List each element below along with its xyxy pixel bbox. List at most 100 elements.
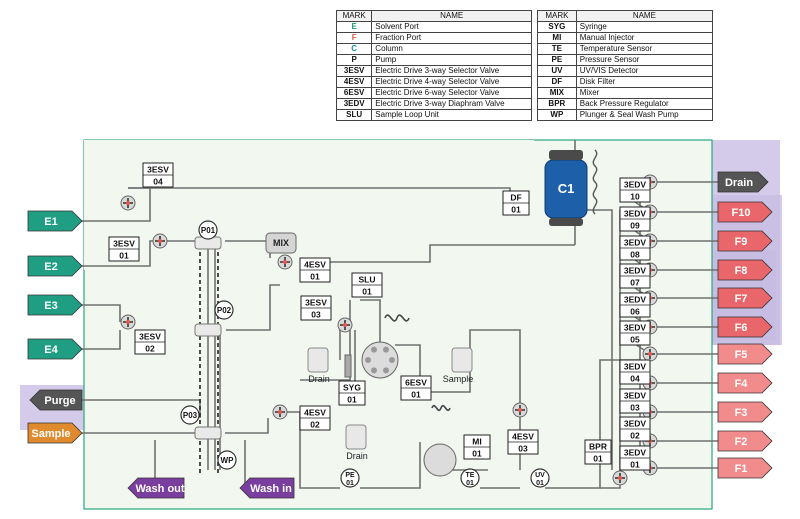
fraction-port-f7-label: F7 [735, 293, 748, 305]
box-3esv-03: 3ESV 03 [300, 295, 332, 321]
pressure-sensor-circle [340, 468, 360, 488]
box-syg-01-number: 01 [347, 395, 357, 405]
legend-mark: WP [537, 109, 577, 121]
valve-6esv-port [383, 367, 389, 374]
valve-3esv-01-dot [158, 239, 162, 243]
box-4esv-02: 4ESV 02 [299, 405, 331, 431]
fraction-port-f10-label: F10 [732, 207, 751, 219]
fraction-port-f2-label: F2 [735, 436, 748, 448]
box-3edv-number: 01 [630, 460, 640, 470]
box-4esv-02-type: 4ESV [304, 408, 326, 418]
sample-port-shape [27, 422, 83, 444]
valve-3esv-03 [337, 317, 353, 333]
box-3edv: 3EDV 09 [619, 206, 651, 232]
box-3esv-04-type: 3ESV [147, 165, 169, 175]
fraction-port-f8-shape [717, 259, 773, 281]
box-3edv-type: 3EDV [624, 209, 647, 219]
box-4esv-02-number: 02 [310, 420, 320, 430]
box-slu-01-type: SLU [359, 275, 376, 285]
pressure-sensor-label: PE [345, 472, 355, 479]
box-3esv-04-number: 04 [153, 177, 163, 187]
solvent-port-e2-shape [27, 255, 83, 277]
box-3edv-number: 09 [630, 221, 640, 231]
tube [225, 418, 269, 434]
tube [80, 304, 121, 322]
fraction-port-f6-shape [717, 316, 773, 338]
box-mi-01-number: 01 [472, 449, 482, 459]
pump-wp-label: WP [221, 456, 235, 465]
drain-vessel-a-label: Drain [308, 374, 330, 384]
valve-6esv-port [371, 367, 377, 374]
box-bpr-01: BPR 01 [584, 439, 612, 465]
box-syg-01-type: SYG [343, 383, 361, 393]
purge-port-shape [29, 389, 83, 411]
tube [285, 411, 340, 489]
fraction-port-f10-shape [717, 201, 773, 223]
box-3edv-number: 03 [630, 403, 640, 413]
pump-p01-label: P01 [201, 226, 216, 235]
valve-3esv-02 [120, 314, 136, 330]
box-3edv-number: 02 [630, 431, 640, 441]
tube [300, 244, 575, 263]
fraction-port-f4-shape [717, 372, 773, 394]
wash-in-port-shape [239, 477, 295, 499]
pump-p01-circle [198, 220, 218, 240]
box-3edv-type: 3EDV [624, 180, 647, 190]
box-3esv-03-type: 3ESV [305, 298, 327, 308]
temperature-sensor-label: TE [466, 472, 475, 479]
syringe-body [344, 354, 352, 378]
box-6esv-01-type: 6ESV [405, 378, 427, 388]
box-3esv-03-number: 03 [311, 310, 321, 320]
drain-port-shape [717, 171, 769, 193]
solvent-port-e1-label: E1 [44, 216, 57, 228]
box-3edv-number: 04 [630, 374, 640, 384]
drain-vessel-a [307, 347, 329, 373]
box-4esv-01-number: 01 [310, 272, 320, 282]
tube [80, 330, 121, 350]
drain-vessel-b [345, 424, 367, 450]
valve-6esv-port [383, 346, 389, 353]
box-bpr-01-type: BPR [589, 442, 607, 452]
box-4esv-03-type: 4ESV [512, 432, 534, 442]
box-3edv-type: 3EDV [624, 238, 647, 248]
wash-out-port-label: Wash out [135, 483, 184, 495]
box-3edv: 3EDV 01 [619, 445, 651, 471]
valve-4esv-02 [272, 404, 288, 420]
temperature-sensor-circle [460, 468, 480, 488]
solvent-port-e4-shape [27, 338, 83, 360]
box-3esv-01-type: 3ESV [113, 239, 135, 249]
system-frame [83, 139, 713, 510]
fraction-port-f4-label: F4 [735, 378, 749, 390]
valve-3esv-04 [120, 195, 136, 211]
pump-p03-body [194, 426, 222, 440]
solvent-port-e2-label: E2 [44, 261, 57, 273]
uv-detector-number: 01 [536, 480, 544, 487]
valve-3edv-dot [648, 352, 652, 356]
wash-out-port-shape [127, 477, 185, 499]
valve-6esv-port [365, 357, 371, 363]
box-3edv-type: 3EDV [624, 448, 647, 458]
valve-4esv-03 [512, 402, 528, 418]
legend-name: Sample Loop Unit [371, 109, 532, 121]
fraction-port-f3-shape [717, 401, 773, 423]
valve-6esv-body [361, 341, 399, 379]
valve-4esv-03-dot [518, 408, 522, 412]
fraction-port-f3-label: F3 [735, 407, 748, 419]
box-bpr-01-number: 01 [593, 454, 603, 464]
valve-4esv-01 [277, 254, 293, 270]
pump-wp-circle [217, 450, 237, 470]
valve-bpr-dot [618, 476, 622, 480]
label-boxes: 3ESV043ESV013ESV024ESV013ESV03SLU01SYG01… [108, 162, 651, 471]
